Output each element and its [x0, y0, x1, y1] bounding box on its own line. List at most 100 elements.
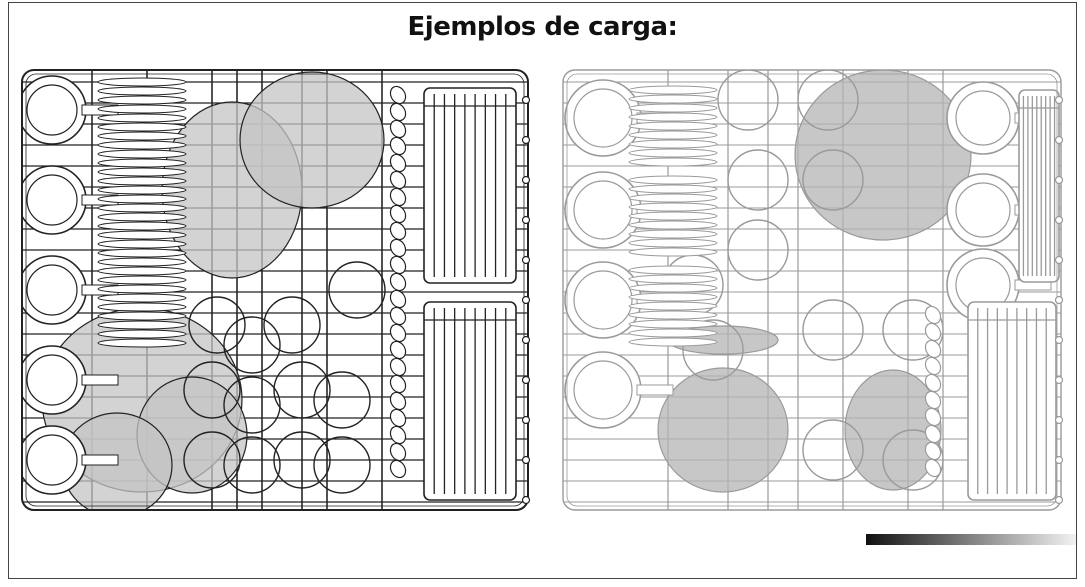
saucer [628, 157, 718, 167]
cup [183, 431, 241, 489]
spoon [389, 187, 407, 207]
saucer [97, 113, 187, 123]
saucer [97, 77, 187, 87]
rack-stud [1054, 255, 1064, 265]
saucer [97, 338, 187, 348]
rack-stud [1054, 215, 1064, 225]
saucer [97, 248, 187, 258]
spoon [389, 391, 407, 411]
plate [657, 367, 789, 493]
saucer [628, 328, 718, 338]
rack-stud [521, 335, 531, 345]
saucer [628, 337, 718, 347]
saucer [97, 131, 187, 141]
spoon [389, 255, 407, 275]
cup [717, 70, 779, 131]
saucer [628, 130, 718, 140]
plate [844, 369, 942, 491]
bowl-inner [26, 174, 78, 226]
saucer [97, 185, 187, 195]
cutlery-basket [423, 301, 517, 501]
rack-stud [521, 135, 531, 145]
cutlery-basket [967, 301, 1057, 501]
saucer [628, 283, 718, 293]
saucer [97, 212, 187, 222]
saucer [628, 112, 718, 122]
saucer [97, 257, 187, 267]
cutlery-basket [1018, 89, 1060, 283]
rack-stud [1054, 415, 1064, 425]
cup [313, 371, 371, 429]
plate [239, 71, 385, 209]
saucer [97, 86, 187, 96]
gradient-bar [866, 534, 1076, 545]
saucer [97, 176, 187, 186]
spoon [924, 441, 942, 461]
saucer [628, 94, 718, 104]
bowl-inner [955, 182, 1011, 238]
saucer [97, 221, 187, 231]
spoon [389, 153, 407, 173]
cup [727, 149, 789, 211]
bowl-inner [26, 84, 78, 136]
rack-stud [521, 255, 531, 265]
saucer [628, 292, 718, 302]
bowl-inner [573, 270, 633, 330]
saucer [628, 301, 718, 311]
spoon [389, 102, 407, 122]
plate [794, 70, 972, 241]
saucer [628, 238, 718, 248]
left-rack-outline [21, 69, 531, 511]
cup [273, 361, 331, 419]
saucer [628, 193, 718, 203]
rack-stud [521, 295, 531, 305]
saucer [628, 310, 718, 320]
cup [802, 149, 864, 211]
saucer [97, 104, 187, 114]
cup [183, 361, 241, 419]
cup [313, 436, 371, 494]
spoon [924, 322, 942, 342]
saucer [628, 265, 718, 275]
bowl-tag [636, 384, 674, 396]
spoon [389, 374, 407, 394]
spoon [389, 289, 407, 309]
saucer [97, 266, 187, 276]
spoon [924, 373, 942, 393]
rack-stud [521, 95, 531, 105]
spoon [924, 390, 942, 410]
left-rack [22, 70, 528, 510]
spoon [389, 238, 407, 258]
spoon [389, 357, 407, 377]
saucer [628, 202, 718, 212]
saucer [628, 319, 718, 329]
saucer [628, 103, 718, 113]
cup [802, 299, 864, 361]
rack-stud [521, 415, 531, 425]
saucer [628, 85, 718, 95]
saucer [97, 203, 187, 213]
spoon [389, 204, 407, 224]
cup [682, 319, 744, 381]
bowl-inner [955, 90, 1011, 146]
saucer [97, 230, 187, 240]
cup [882, 299, 944, 361]
rack-stud [521, 175, 531, 185]
spoon [389, 85, 407, 105]
spoon [924, 458, 942, 478]
cup [223, 436, 281, 494]
saucer [628, 211, 718, 221]
spoon [389, 170, 407, 190]
saucer [628, 274, 718, 284]
cup [882, 429, 944, 491]
rack-frame-inner [25, 73, 525, 507]
bowl-tag [81, 374, 119, 386]
saucer [97, 293, 187, 303]
spoon [389, 323, 407, 343]
spoon [389, 459, 407, 479]
spoon [389, 408, 407, 428]
cup [727, 219, 789, 281]
rack-frame [562, 69, 1062, 511]
right-rack-outline [562, 69, 1064, 511]
